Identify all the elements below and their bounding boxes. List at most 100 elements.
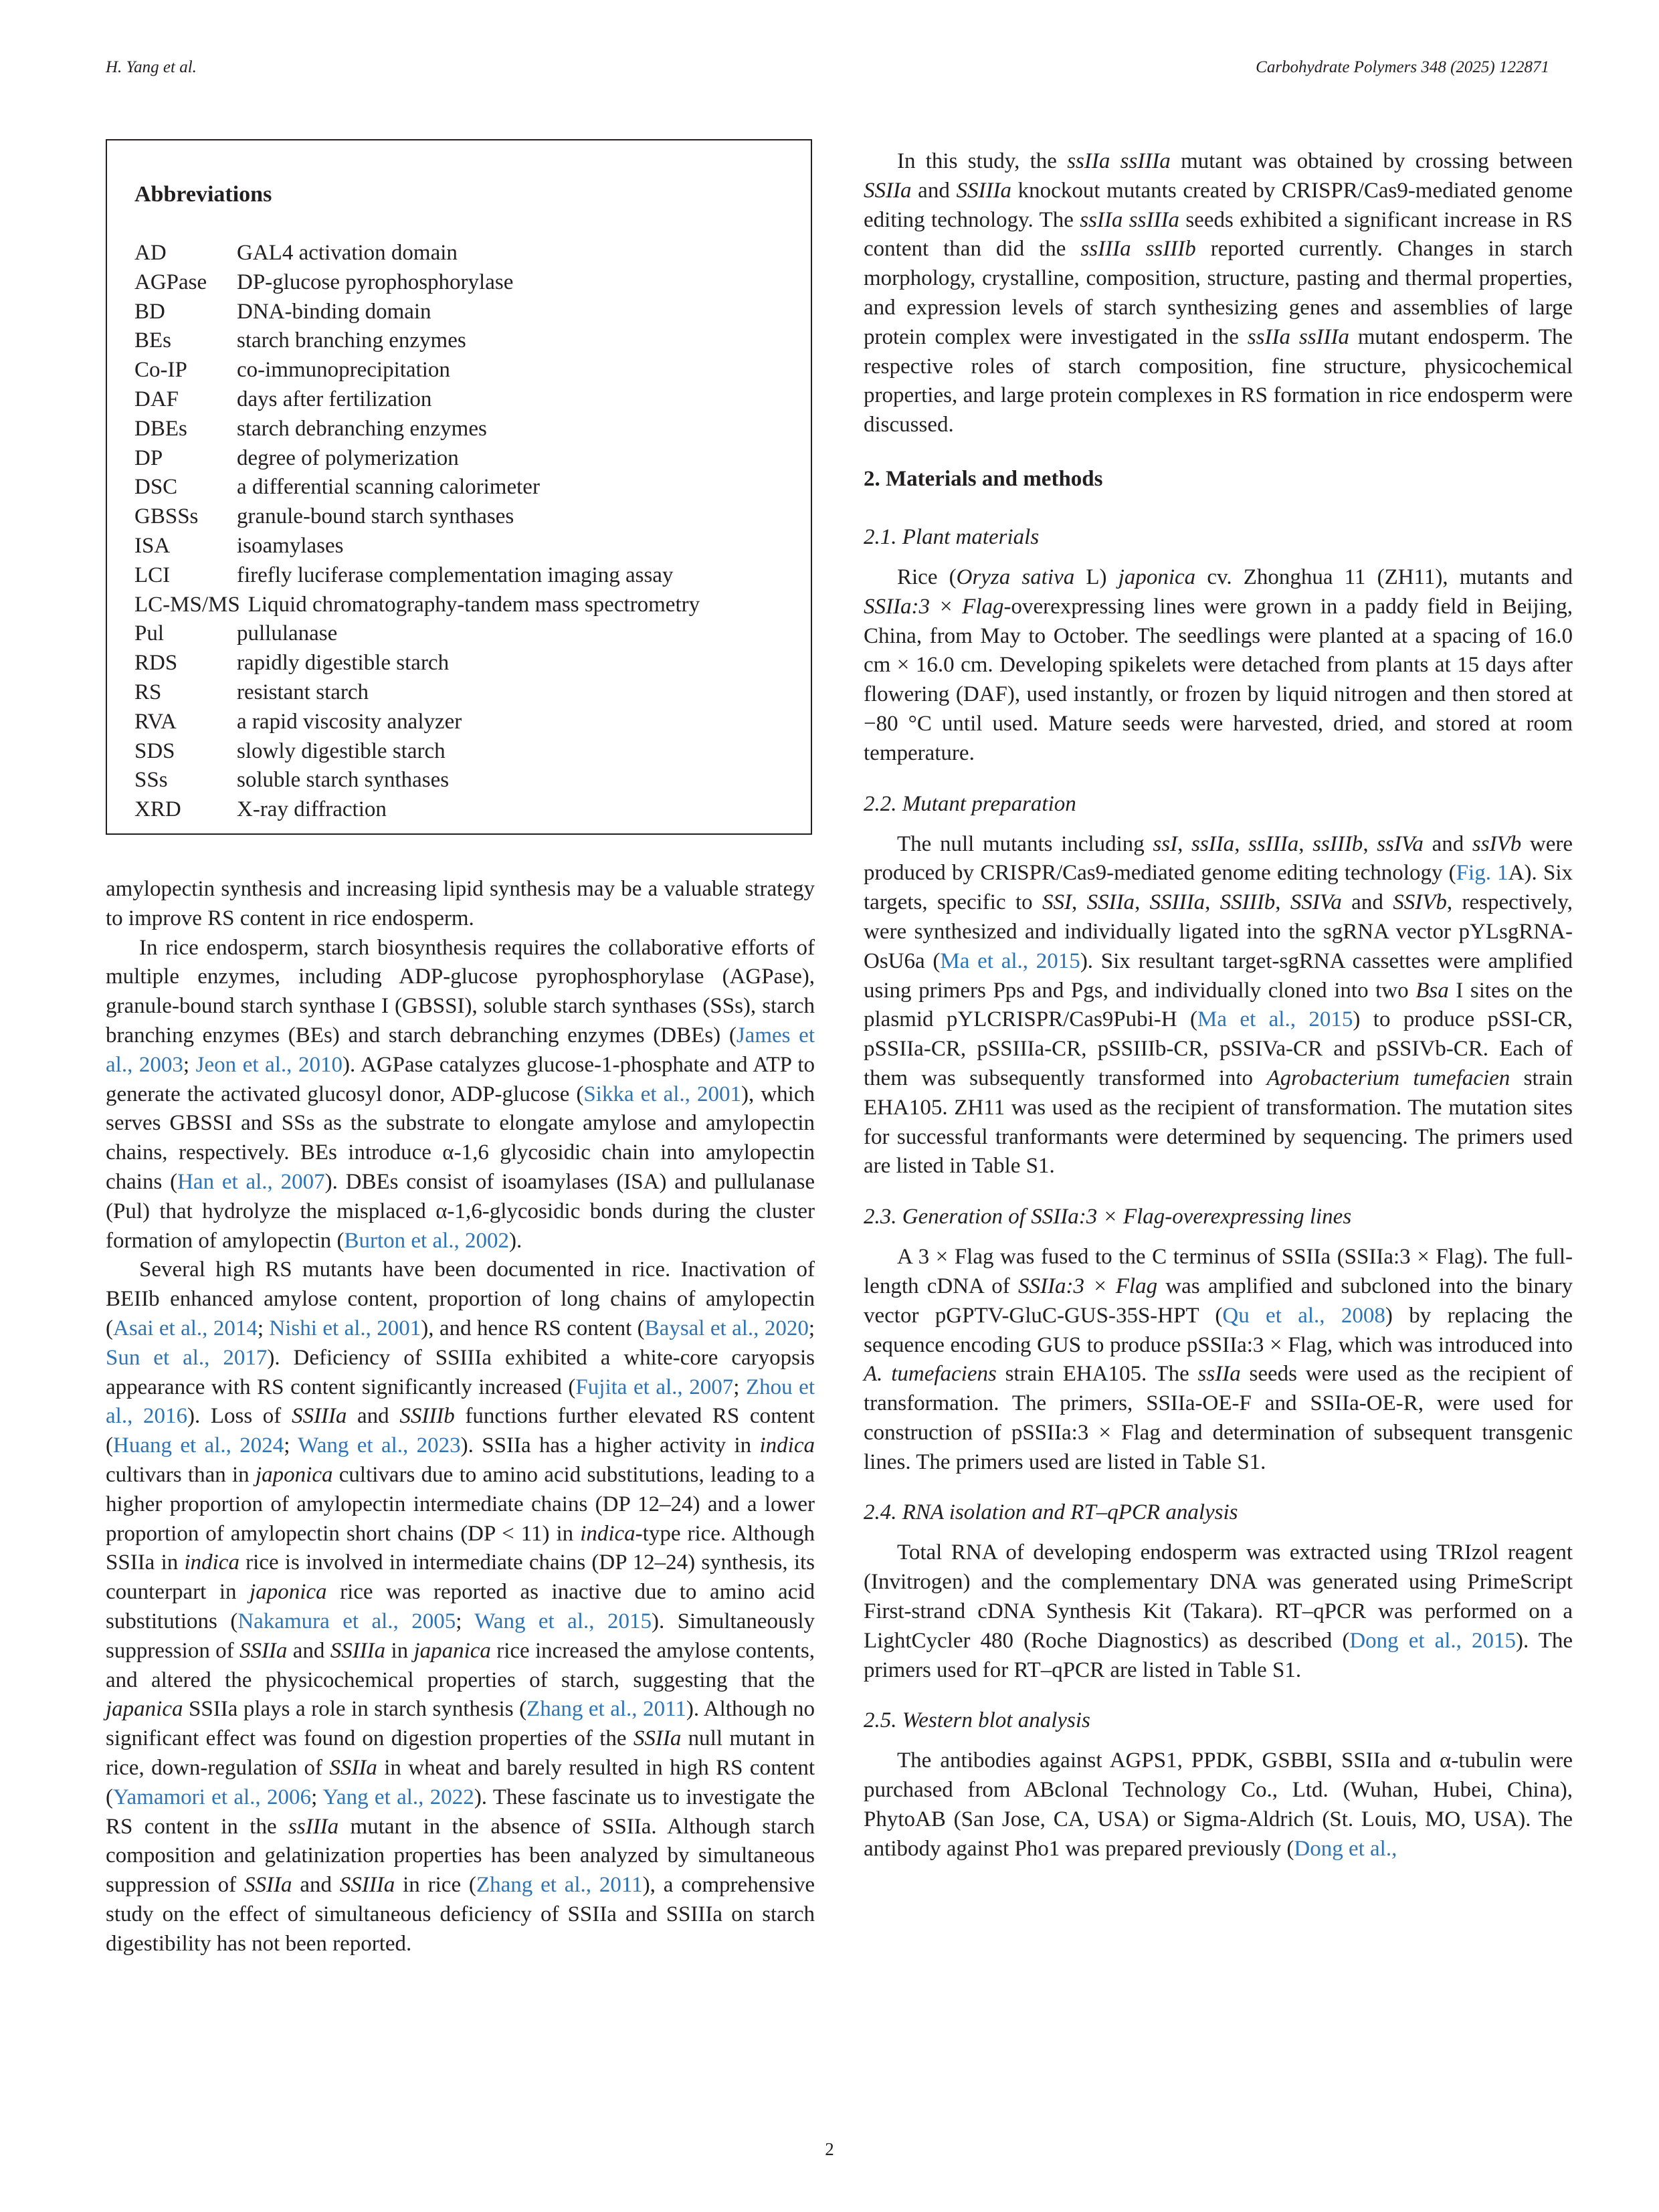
abbreviation-row: AGPase DP-glucose pyrophosphorylase (134, 268, 787, 298)
abbreviation-definition: soluble starch synthases (237, 768, 450, 793)
abbreviation-definition: granule-bound starch synthases (237, 504, 514, 529)
abbreviation-term: DP (134, 445, 163, 470)
abbreviation-term: AD (134, 241, 167, 265)
abbreviation-term: BD (134, 299, 165, 324)
citation-link[interactable]: Burton et al., 2002 (344, 1228, 510, 1253)
abbreviation-row: AD GAL4 activation domain (134, 239, 787, 268)
abbreviation-term: LCI (134, 563, 171, 587)
abbreviation-row: Pul pullulanase (134, 619, 787, 649)
abbreviation-definition: degree of polymerization (237, 445, 459, 470)
paragraph-this-study: In this study, the ssIIa ssIIIa mutant w… (864, 149, 1573, 437)
section-heading-materials-methods: 2. Materials and methods (864, 466, 1103, 491)
abbreviation-definition: isoamylases (237, 533, 344, 558)
paragraph-starch-biosynthesis: In rice endosperm, starch biosynthesis r… (106, 935, 815, 1253)
abbreviation-definition: starch debranching enzymes (237, 416, 487, 441)
abbreviation-term: RS (134, 680, 162, 704)
abbreviation-definition: days after fertilization (237, 387, 432, 411)
abbreviation-definition: starch branching enzymes (237, 328, 466, 353)
abbreviation-definition: a rapid viscosity analyzer (237, 709, 462, 734)
abbreviation-term: DBEs (134, 416, 187, 441)
citation-link[interactable]: Nishi et al., 2001 (269, 1316, 421, 1340)
citation-link[interactable]: Yang et al., 2022 (322, 1785, 474, 1809)
abbreviation-term: SSs (134, 768, 168, 793)
paragraph-western-blot: The antibodies against AGPS1, PPDK, GSBB… (864, 1748, 1573, 1861)
abbreviation-term: GBSSs (134, 504, 199, 529)
abbreviations-title: Abbreviations (134, 182, 272, 207)
citation-link[interactable]: Zhang et al., 2011 (526, 1697, 686, 1722)
abbreviation-term: RDS (134, 651, 178, 676)
abbreviation-row: SDS slowly digestible starch (134, 737, 787, 767)
citation-link[interactable]: Han et al., 2007 (177, 1169, 325, 1194)
subsection-heading-mutant-preparation: 2.2. Mutant preparation (864, 791, 1076, 816)
left-body-text: amylopectin synthesis and increasing lip… (106, 875, 815, 1958)
running-head-journal: Carbohydrate Polymers 348 (2025) 122871 (1256, 58, 1549, 76)
abbreviation-row: Co-IP co-immunoprecipitation (134, 356, 787, 385)
abbreviation-definition: pullulanase (237, 621, 338, 646)
citation-link[interactable]: Sikka et al., 2001 (583, 1082, 741, 1106)
abbreviation-definition: co-immunoprecipitation (237, 358, 450, 383)
abbreviation-term: AGPase (134, 270, 207, 294)
citation-link[interactable]: Dong et al., 2015 (1349, 1628, 1516, 1653)
abbreviation-term: Co-IP (134, 358, 187, 383)
abbreviation-definition: GAL4 activation domain (237, 241, 458, 265)
paragraph-intro-end: amylopectin synthesis and increasing lip… (106, 877, 815, 930)
abbreviation-term: BEs (134, 328, 172, 353)
citation-link[interactable]: Asai et al., 2014 (113, 1316, 258, 1340)
subsection-heading-rna-isolation: 2.4. RNA isolation and RT–qPCR analysis (864, 1500, 1238, 1525)
paragraph-rs-mutants: Several high RS mutants have been docume… (106, 1258, 815, 1956)
abbreviation-definition: slowly digestible starch (237, 738, 446, 763)
abbreviation-definition: DP-glucose pyrophosphorylase (237, 270, 514, 294)
abbreviation-row: DP degree of polymerization (134, 444, 787, 474)
abbreviation-definition: a differential scanning calorimeter (237, 475, 540, 500)
subsection-heading-overexpressing-lines: 2.3. Generation of SSIIa:3 × Flag-overex… (864, 1205, 1352, 1229)
paragraph-mutant-preparation: The null mutants including ssI, ssIIa, s… (864, 831, 1573, 1179)
subsection-heading-plant-materials: 2.1. Plant materials (864, 524, 1040, 549)
citation-link[interactable]: Jeon et al., 2010 (195, 1052, 343, 1077)
abbreviation-row: LC-MS/MS Liquid chromatography-tandem mas… (134, 591, 787, 620)
citation-link[interactable]: Dong et al., (1294, 1836, 1397, 1861)
abbreviation-row: DBEs starch debranching enzymes (134, 415, 787, 444)
abbreviation-row: DSC a differential scanning calorimeter (134, 473, 787, 502)
citation-link[interactable]: Zhou et al., 2016 (106, 1375, 815, 1429)
citation-link[interactable]: Sun et al., 2017 (106, 1345, 268, 1370)
abbreviation-row: GBSSs granule-bound starch synthases (134, 502, 787, 532)
abbreviation-definition: firefly luciferase complementation imagi… (237, 563, 674, 587)
abbreviation-row: RDS rapidly digestible starch (134, 649, 787, 678)
citation-link[interactable]: Ma et al., 2015 (1197, 1007, 1353, 1032)
abbreviation-row: BD DNA-binding domain (134, 298, 787, 327)
citation-link[interactable]: Qu et al., 2008 (1222, 1303, 1385, 1328)
abbreviation-term: DSC (134, 475, 178, 500)
citation-link[interactable]: James et al., 2003 (106, 1023, 815, 1077)
right-column: In this study, the ssIIa ssIIIa mutant w… (864, 147, 1573, 1864)
paragraph-rna-isolation: Total RNA of developing endosperm was ex… (864, 1540, 1573, 1682)
abbreviation-row: LCI firefly luciferase complementation im… (134, 561, 787, 591)
citation-link[interactable]: Fujita et al., 2007 (575, 1375, 734, 1399)
abbreviation-term: ISA (134, 533, 171, 558)
abbreviation-term: SDS (134, 738, 175, 763)
abbreviation-definition: rapidly digestible starch (237, 651, 450, 676)
citation-link[interactable]: Baysal et al., 2020 (644, 1316, 809, 1340)
abbreviation-row: ISA isoamylases (134, 532, 787, 561)
subsection-heading-western-blot: 2.5. Western blot analysis (864, 1708, 1090, 1733)
abbreviation-definition: DNA-binding domain (237, 299, 431, 324)
abbreviation-definition: Liquid chromatography-tandem mass spectr… (248, 592, 700, 617)
citation-link[interactable]: Ma et al., 2015 (940, 948, 1080, 973)
abbreviation-term: Pul (134, 621, 165, 646)
abbreviation-term: XRD (134, 797, 181, 822)
citation-link[interactable]: Yamamori et al., 2006 (113, 1785, 312, 1809)
page-number: 2 (825, 2139, 834, 2159)
figure-link[interactable]: Fig. 1 (1456, 861, 1508, 886)
citation-link[interactable]: Huang et al., 2024 (113, 1433, 284, 1458)
citation-link[interactable]: Nakamura et al., 2005 (237, 1609, 456, 1633)
citation-link[interactable]: Wang et al., 2015 (474, 1609, 652, 1633)
citation-link[interactable]: Zhang et al., 2011 (476, 1873, 643, 1898)
citation-link[interactable]: Wang et al., 2023 (298, 1433, 461, 1458)
abbreviation-term: LC-MS/MS (134, 592, 240, 617)
